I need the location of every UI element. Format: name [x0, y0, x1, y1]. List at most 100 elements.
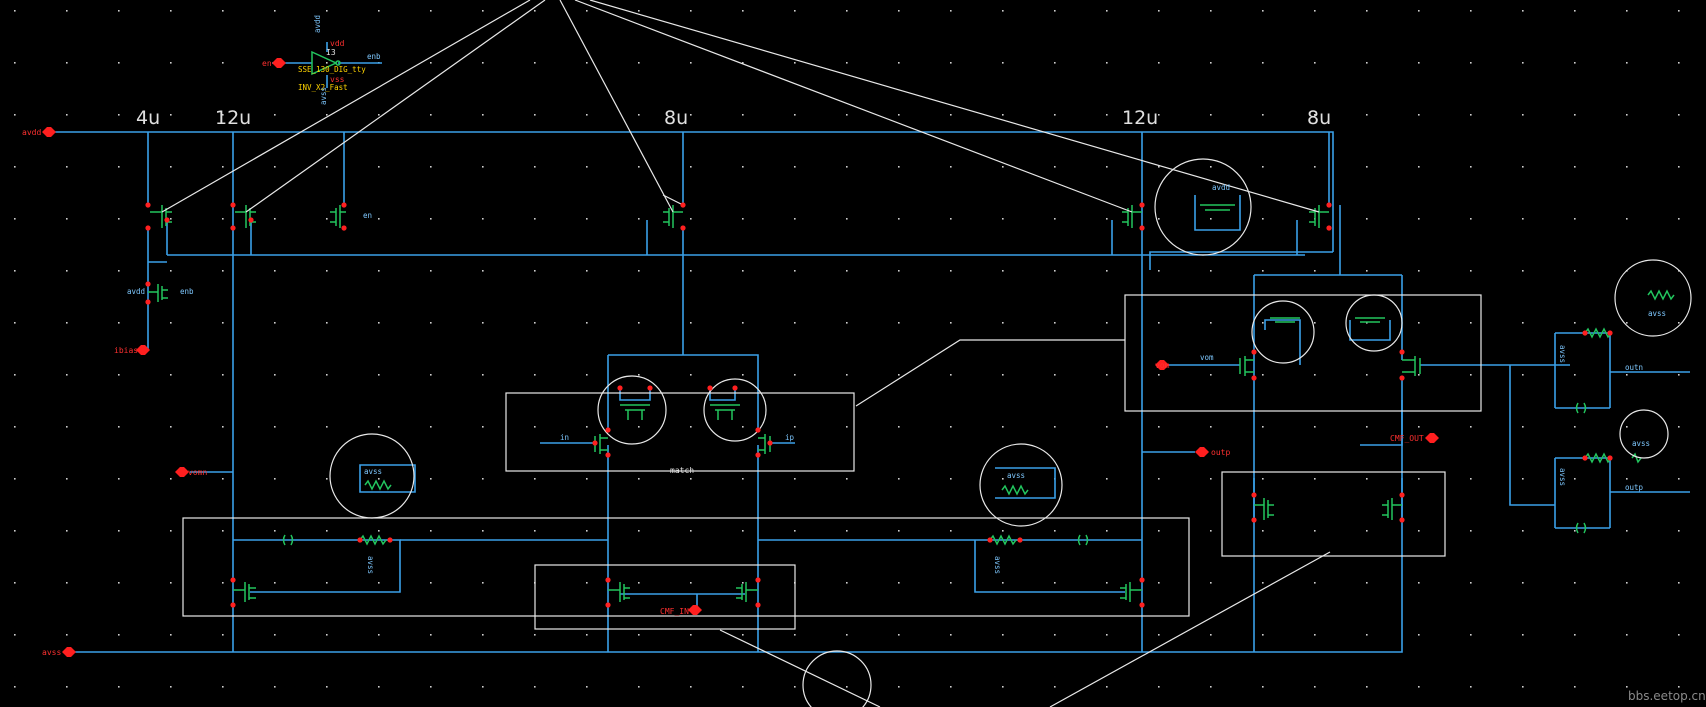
grid-dot [66, 322, 68, 324]
grid-dot [1314, 686, 1316, 688]
resistor-outp [1584, 452, 1612, 464]
net-avss-vert1: avss [366, 556, 375, 574]
grid-dot [1002, 582, 1004, 584]
inv-avss: avss [319, 87, 328, 105]
grid-dot [378, 114, 380, 116]
grid-dot [846, 218, 848, 220]
net-avss-r2: avss [1007, 471, 1025, 480]
grid-dot [742, 530, 744, 532]
grid-dot [950, 374, 952, 376]
grid-dot [586, 218, 588, 220]
resistor-right-comp [989, 534, 1017, 546]
grid-dot [690, 686, 692, 688]
label-vom: vom [1155, 361, 1170, 370]
grid-dot [794, 218, 796, 220]
grid-dot [170, 426, 172, 428]
terminal-dot [755, 427, 761, 433]
grid-dot [1158, 582, 1160, 584]
grid-dot [898, 530, 900, 532]
grid-dot [170, 530, 172, 532]
grid-dot [170, 218, 172, 220]
grid-dot [326, 10, 328, 12]
grid-dot [66, 634, 68, 636]
pin-labels: avdd avss ibias vomn outp vom CMF_IN CMF… [22, 59, 1424, 657]
grid-dot [222, 530, 224, 532]
pin-vom[interactable] [1155, 360, 1169, 370]
pin-cmf-out[interactable] [1425, 433, 1439, 443]
grid-dot [1626, 10, 1628, 12]
grid-dot [586, 478, 588, 480]
grid-dot [326, 270, 328, 272]
capacitor-left-comp [282, 534, 294, 546]
grid-dot [66, 218, 68, 220]
grid-dot [638, 634, 640, 636]
grid-dot [1418, 10, 1420, 12]
grid-dot [378, 686, 380, 688]
grid-dot [742, 114, 744, 116]
grid-dot [1522, 10, 1524, 12]
grid-dot [1054, 634, 1056, 636]
grid-dot [898, 114, 900, 116]
nmos-cmfb-left [608, 582, 630, 602]
size-label-5: 8u [1307, 107, 1331, 129]
grid-dot [222, 322, 224, 324]
grid-dot [898, 426, 900, 428]
grid-dot [1574, 270, 1576, 272]
terminal-dot [230, 602, 236, 608]
grid-dot [1054, 166, 1056, 168]
resistor-circle-mid [1001, 484, 1029, 496]
grid-dot [222, 270, 224, 272]
grid-dot [1522, 322, 1524, 324]
pin-ibias[interactable] [136, 345, 150, 355]
grid-dot [1366, 270, 1368, 272]
grid-dot [534, 322, 536, 324]
pin-avdd[interactable] [42, 127, 56, 137]
grid-dot [1158, 634, 1160, 636]
pin-outp[interactable] [1195, 447, 1209, 457]
terminal-dot [605, 602, 611, 608]
pin-vomn[interactable] [175, 467, 189, 477]
pin-en[interactable] [272, 58, 286, 68]
net-vom: vom [1200, 353, 1214, 362]
pin-cmf-in[interactable] [688, 605, 702, 615]
pin-avss[interactable] [62, 647, 76, 657]
grid-dot [1574, 374, 1576, 376]
grid-dot [742, 62, 744, 64]
terminal-dot [248, 217, 254, 223]
grid-dot [1678, 634, 1680, 636]
grid-dot [742, 270, 744, 272]
grid-dot [222, 218, 224, 220]
net-avss-r1: avss [364, 467, 382, 476]
grid-dot [690, 322, 692, 324]
grid-dot [14, 62, 16, 64]
grid-dot [1262, 426, 1264, 428]
grid-dot [950, 62, 952, 64]
grid-dot [1158, 686, 1160, 688]
grid-dot [586, 322, 588, 324]
grid-dot [1054, 686, 1056, 688]
terminal-dot [230, 225, 236, 231]
terminal-dot [767, 440, 773, 446]
grid-dot [1210, 218, 1212, 220]
grid-dot [1002, 478, 1004, 480]
grid-dot [742, 166, 744, 168]
label-avdd: avdd [22, 128, 41, 137]
grid-dot [274, 634, 276, 636]
terminal-dot [164, 217, 170, 223]
grid-dot [1522, 686, 1524, 688]
grid-dot [534, 686, 536, 688]
grid-dot [378, 426, 380, 428]
grid-dot [898, 322, 900, 324]
grid-dot [378, 634, 380, 636]
grid-dot [950, 218, 952, 220]
grid-dot [1418, 478, 1420, 480]
grid-dot [1210, 582, 1212, 584]
grid-dot [690, 582, 692, 584]
capacitor-right-comp [1077, 534, 1089, 546]
second-stage-nmos-right [1382, 498, 1402, 520]
match-mos-1 [620, 404, 650, 420]
grid-dot [950, 114, 952, 116]
grid-dot [274, 270, 276, 272]
net-avss-small: avss [1632, 439, 1650, 448]
grid-dot [14, 634, 16, 636]
